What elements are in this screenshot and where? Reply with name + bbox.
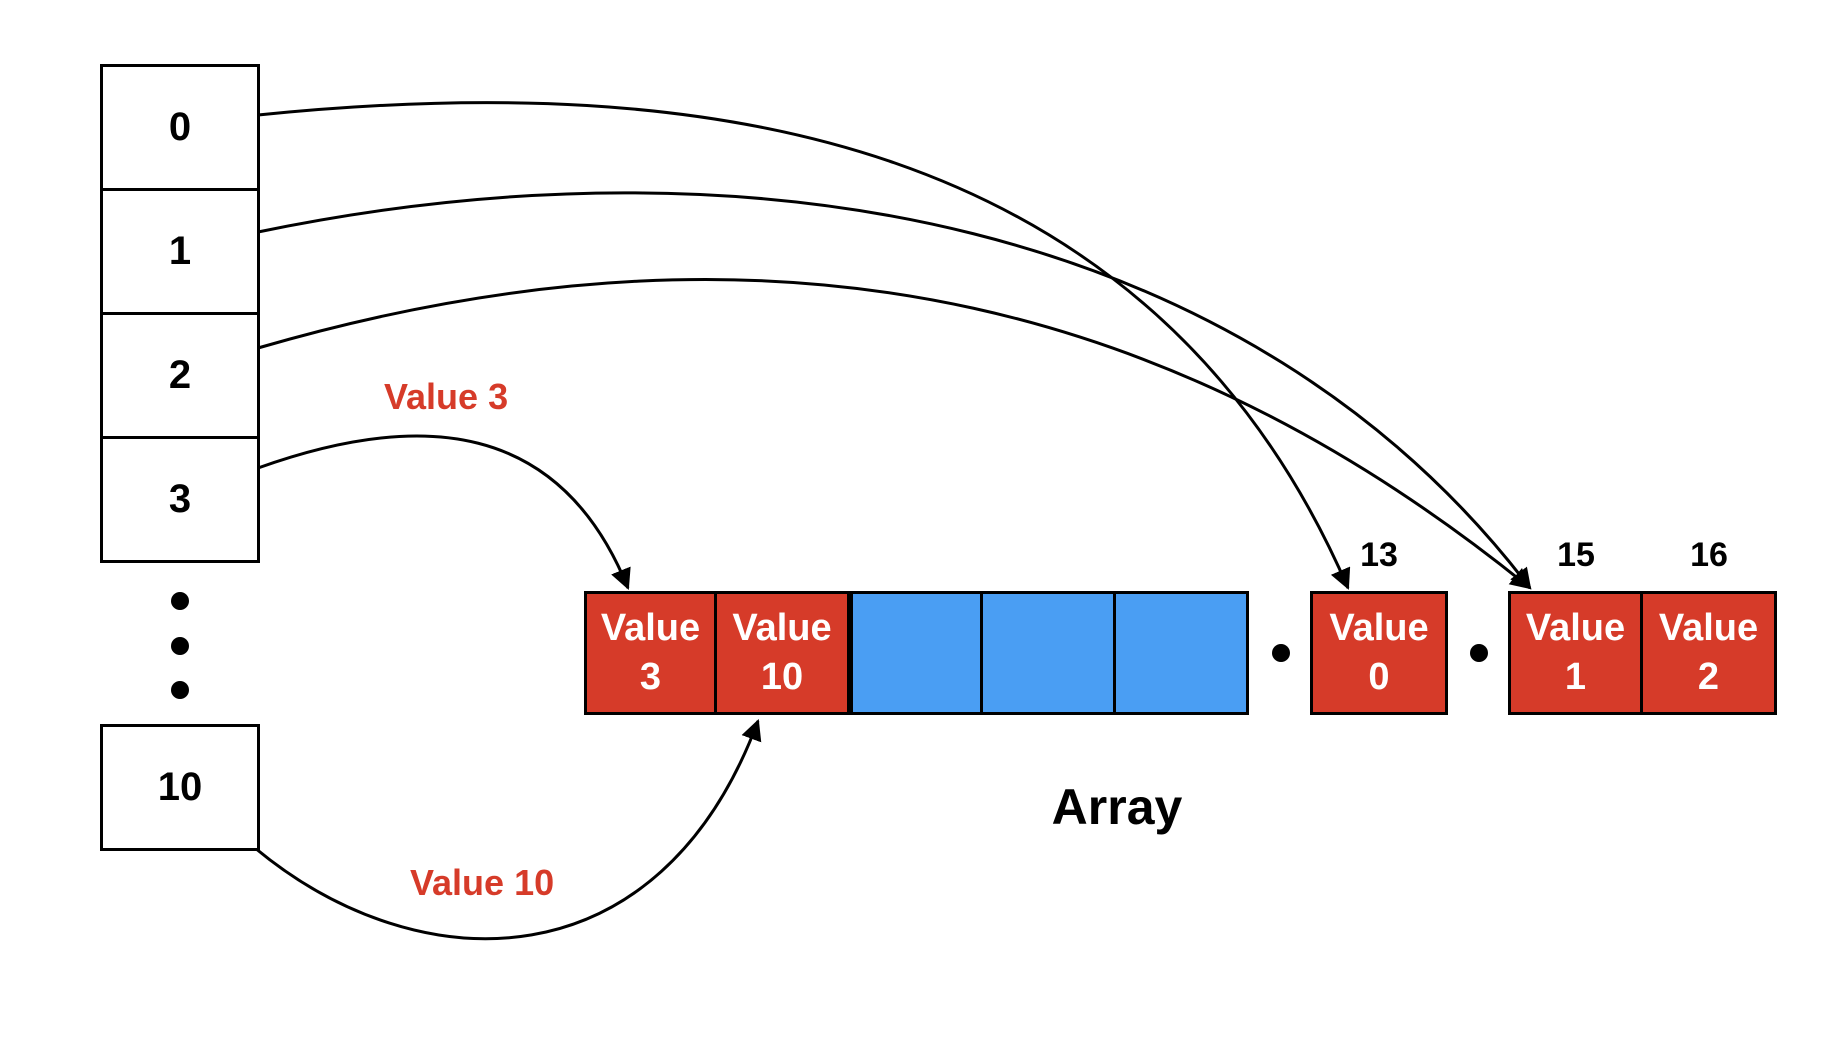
array-cell-text: Value 10 bbox=[732, 606, 832, 698]
edge-label-value10: Value 10 bbox=[410, 862, 555, 903]
array-cell-value0: Value 0 bbox=[1310, 591, 1448, 715]
ellipsis-dot bbox=[171, 637, 189, 655]
slot-0: 0 bbox=[100, 64, 260, 191]
array-cell-text: Value 1 bbox=[1525, 606, 1626, 698]
array-cell-text: Value 2 bbox=[1658, 606, 1759, 698]
edge-label-value3: Value 3 bbox=[384, 376, 509, 417]
ellipsis-dot bbox=[171, 592, 189, 610]
slot-3: 3 bbox=[100, 436, 260, 563]
slot-10: 10 bbox=[100, 724, 260, 851]
array-cell-empty bbox=[980, 591, 1116, 715]
slot-0-label: 0 bbox=[168, 105, 192, 149]
array-cell-value1: Value 1 bbox=[1508, 591, 1643, 715]
slot-2: 2 bbox=[100, 312, 260, 439]
slot-10-label: 10 bbox=[157, 765, 203, 809]
arrow-slot1-to-value1 bbox=[257, 191, 1532, 590]
array-cell-value2: Value 2 bbox=[1640, 591, 1777, 715]
array-cell-text: Value 0 bbox=[1329, 606, 1429, 698]
slot-3-label: 3 bbox=[168, 477, 192, 521]
array-cell-value3: Value 3 bbox=[584, 591, 717, 715]
arrow-slot3-to-value3 bbox=[257, 434, 631, 590]
slot-1-label: 1 bbox=[168, 229, 192, 273]
slot-2-label: 2 bbox=[168, 353, 192, 397]
array-cell-empty bbox=[850, 591, 983, 715]
array-cell-value10: Value 10 bbox=[714, 591, 850, 715]
arrow-slot0-to-value0 bbox=[257, 101, 1351, 590]
array-index-13: 13 bbox=[1360, 536, 1398, 574]
array-cell-text: Value 3 bbox=[600, 606, 701, 698]
array-title: Array bbox=[1051, 779, 1183, 835]
arrow-slot10-to-value10 bbox=[254, 719, 762, 941]
gap-dot bbox=[1470, 644, 1488, 662]
arrow-slot2-to-value2 bbox=[257, 278, 1532, 590]
array-cell-empty bbox=[1113, 591, 1249, 715]
slot-1: 1 bbox=[100, 188, 260, 315]
gap-dot bbox=[1272, 644, 1290, 662]
array-index-16: 16 bbox=[1690, 536, 1728, 574]
array-index-15: 15 bbox=[1557, 536, 1595, 574]
ellipsis-dot bbox=[171, 681, 189, 699]
